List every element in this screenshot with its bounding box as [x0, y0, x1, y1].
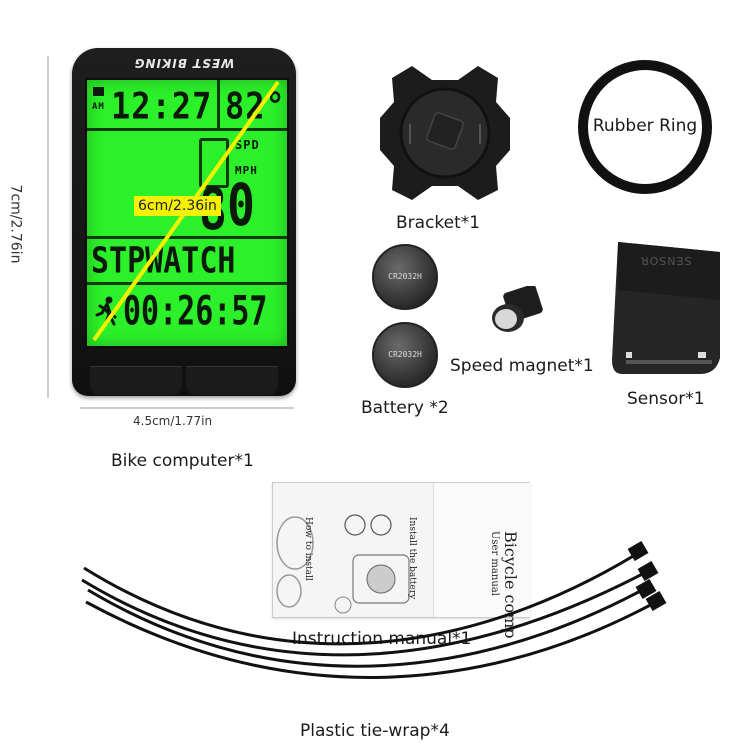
bike-computer: WEST BIKING AM 12:27 82° SPD MPH 0 8 STP…	[72, 48, 296, 396]
sensor-icon	[612, 242, 720, 374]
height-label: 7cm/2.76in	[7, 185, 23, 264]
battery-1: CR2032H	[372, 244, 438, 310]
battery-2: CR2032H	[372, 322, 438, 388]
width-label: 4.5cm/1.77in	[133, 414, 213, 428]
right-button[interactable]	[186, 366, 278, 395]
width-dimension-line	[80, 407, 294, 409]
speed-magnet-icon	[492, 286, 543, 332]
mode-display: STPWATCH	[91, 240, 236, 282]
manual-illustrations	[276, 514, 410, 614]
am-indicator: AM	[92, 102, 105, 112]
instruction-manual: How to install Install the battery User …	[272, 482, 530, 639]
temperature-display: 82°	[225, 84, 286, 128]
height-dimension-line	[47, 56, 49, 398]
stopwatch-display: 00:26:57	[123, 288, 268, 336]
battery-label: Battery *2	[361, 398, 449, 418]
battery-1-text: CR2032H	[388, 272, 422, 281]
diagonal-label: 6cm/2.36in	[134, 196, 221, 216]
diagonal-text: 6cm/2.36in	[138, 198, 217, 214]
spd-label: SPD	[235, 138, 260, 152]
bracket-label: Bracket*1	[396, 213, 481, 233]
height-text: 7cm/2.76in	[7, 184, 24, 264]
clock-display: 12:27	[111, 84, 213, 128]
rubber-ring-label: Rubber Ring	[592, 116, 698, 136]
speed-magnet-label: Speed magnet*1	[450, 356, 594, 376]
manual-cover: User manual Bicycle comp	[433, 483, 530, 639]
brand-logo: WEST BIKING	[133, 56, 235, 70]
runner-icon	[95, 296, 117, 326]
bracket-icon	[380, 66, 510, 200]
battery-2-text: CR2032H	[388, 350, 422, 359]
rubber-ring: Rubber Ring	[578, 60, 712, 194]
sensor-label: Sensor*1	[627, 389, 705, 409]
left-button[interactable]	[90, 366, 182, 395]
speed-display: 0	[227, 171, 256, 239]
sensor-text: SENSOR	[640, 254, 692, 267]
tie-wraps-icon	[81, 540, 667, 679]
tie-wrap-label: Plastic tie-wrap*4	[300, 721, 450, 741]
bike-computer-label: Bike computer*1	[111, 451, 254, 471]
check-icon	[93, 87, 104, 96]
